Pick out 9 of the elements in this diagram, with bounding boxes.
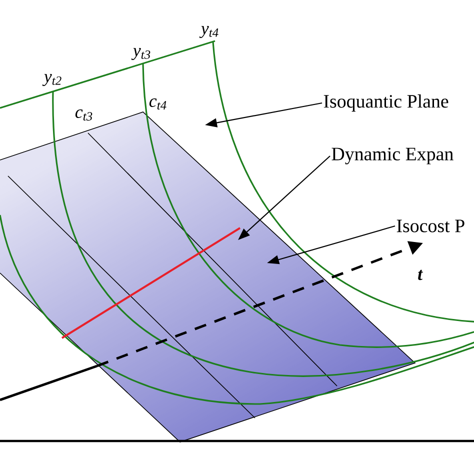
- math-label: t: [418, 270, 423, 280]
- math-label: y$_{t4}$: [199, 26, 218, 38]
- math-label: y$_{t2}$: [42, 74, 62, 86]
- math-label: c$_{t4}$: [149, 98, 166, 110]
- math-label: c$_{t3}$: [75, 109, 92, 121]
- annotation-text: Isocost P: [396, 220, 464, 232]
- annotation-text: Dynamic Expan: [332, 148, 454, 164]
- math-label: y$_{t3}$: [131, 48, 150, 60]
- annotation-text: Isoquantic Plane: [324, 94, 448, 112]
